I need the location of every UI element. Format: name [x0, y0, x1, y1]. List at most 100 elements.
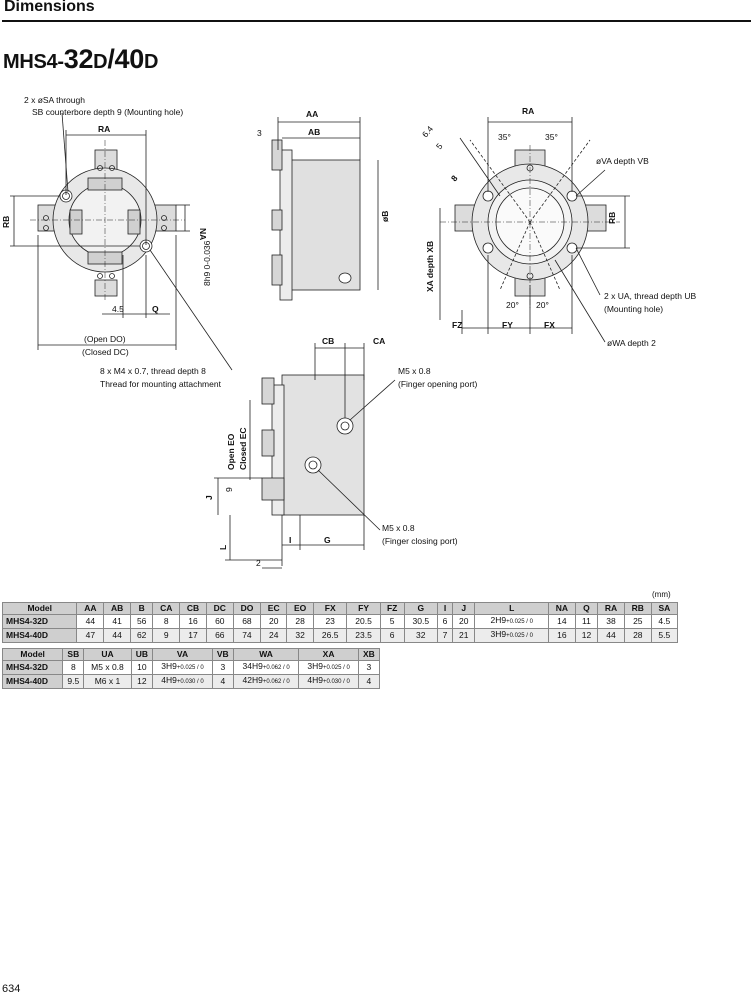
column-header: AA: [76, 602, 105, 615]
page-title: MHS4-32D/40D: [3, 44, 159, 74]
column-header: FX: [312, 602, 348, 615]
label-9: 9: [224, 487, 234, 492]
label-rb-rear: RB: [607, 212, 617, 224]
column-header: I: [436, 602, 454, 615]
column-header: Model: [1, 648, 64, 661]
label-closed-ec: Closed EC: [238, 427, 248, 470]
table-cell: 25: [623, 614, 652, 629]
column-header: L: [474, 602, 549, 615]
column-header: VB: [211, 648, 234, 661]
label-8: 8: [449, 173, 460, 183]
label-6-4: 6.4: [420, 124, 435, 140]
label-sb-counterbore: SB counterbore depth 9 (Mounting hole): [32, 107, 183, 117]
table-cell: 8: [62, 660, 85, 675]
column-header: DC: [205, 602, 234, 615]
table-cell: 10: [130, 660, 154, 675]
table-cell: 28: [286, 614, 314, 629]
tolerance: +0.025 / 0: [506, 619, 533, 625]
front-view: [10, 112, 233, 371]
label-8h9: 8h9 0-0.036: [202, 240, 212, 286]
label-35a: 35°: [498, 132, 511, 142]
column-header: RB: [623, 602, 652, 615]
table-cell: 7: [436, 628, 454, 643]
rear-view: [439, 117, 630, 343]
table-cell: 12: [130, 674, 154, 689]
label-open-do: (Open DO): [84, 334, 126, 344]
label-cb: CB: [322, 336, 334, 346]
table-cell: 12: [574, 628, 599, 643]
label-j: J: [204, 495, 214, 500]
side-view: [271, 117, 379, 301]
column-header: XB: [357, 648, 381, 661]
column-header: SA: [650, 602, 679, 615]
model-cell: MHS4-40D: [1, 628, 78, 643]
table-cell: 20: [260, 614, 288, 629]
label-ab: AB: [308, 127, 320, 137]
label-ua-mount: (Mounting hole): [604, 304, 663, 314]
table-cell: 5: [379, 614, 405, 629]
table-cell: 74: [232, 628, 262, 643]
label-i: I: [289, 535, 291, 545]
table-cell: 38: [597, 614, 625, 629]
va-cell: 4H9+0.030 / 0: [152, 674, 213, 689]
column-header: AB: [103, 602, 131, 615]
tolerance: +0.030 / 0: [322, 679, 350, 685]
table-cell: 9.5: [62, 674, 85, 689]
label-ca: CA: [373, 336, 385, 346]
model-cell: MHS4-32D: [1, 614, 78, 629]
label-xa-xb: XA depth XB: [425, 241, 435, 292]
label-4-5: 4.5: [112, 304, 124, 314]
xa-cell: 3H9+0.025 / 0: [298, 660, 359, 675]
wa-cell: 34H9+0.062 / 0: [232, 660, 300, 675]
label-fz: FZ: [452, 320, 462, 330]
label-wa: øWA depth 2: [607, 338, 656, 348]
label-fx: FX: [544, 320, 555, 330]
table-cell: 56: [129, 614, 154, 629]
table-cell: 5.5: [650, 628, 679, 643]
label-open-eo: Open EO: [226, 433, 236, 470]
table-cell: 23: [312, 614, 348, 629]
column-header: Model: [1, 602, 78, 615]
table-cell: 14: [547, 614, 576, 629]
xa-cell: 4H9+0.030 / 0: [298, 674, 359, 689]
va-cell: 3H9+0.025 / 0: [152, 660, 213, 675]
table-cell: 44: [76, 614, 105, 629]
label-va: øVA depth VB: [596, 156, 649, 166]
table-cell: 32: [286, 628, 314, 643]
section-title: Dimensions: [4, 0, 95, 15]
label-ra-rear: RA: [522, 106, 534, 116]
column-header: XA: [298, 648, 359, 661]
table-cell: 4: [211, 674, 234, 689]
column-header: FZ: [379, 602, 405, 615]
table-cell: 44: [103, 628, 131, 643]
label-q: Q: [152, 304, 159, 314]
tolerance: +0.062 / 0: [262, 665, 290, 671]
column-header: RA: [597, 602, 625, 615]
label-sa-through: 2 x øSA through: [24, 95, 85, 105]
label-2: 2: [256, 558, 261, 568]
column-header: SB: [62, 648, 85, 661]
table-cell: 60: [205, 614, 234, 629]
table-cell: M5 x 0.8: [83, 660, 132, 675]
tolerance: +0.025 / 0: [506, 633, 533, 639]
label-35b: 35°: [545, 132, 558, 142]
column-header: WA: [232, 648, 300, 661]
l-cell: 3H9+0.025 / 0: [474, 628, 549, 643]
table-cell: 32: [403, 628, 438, 643]
label-g: G: [324, 535, 331, 545]
label-l: L: [218, 545, 228, 550]
label-m5-open: M5 x 0.8: [398, 366, 431, 376]
label-m5-close-port: (Finger closing port): [382, 536, 458, 546]
table-cell: 23.5: [346, 628, 381, 643]
table-cell: 3: [357, 660, 381, 675]
label-m5-open-port: (Finger opening port): [398, 379, 478, 389]
wa-cell: 42H9+0.062 / 0: [232, 674, 300, 689]
